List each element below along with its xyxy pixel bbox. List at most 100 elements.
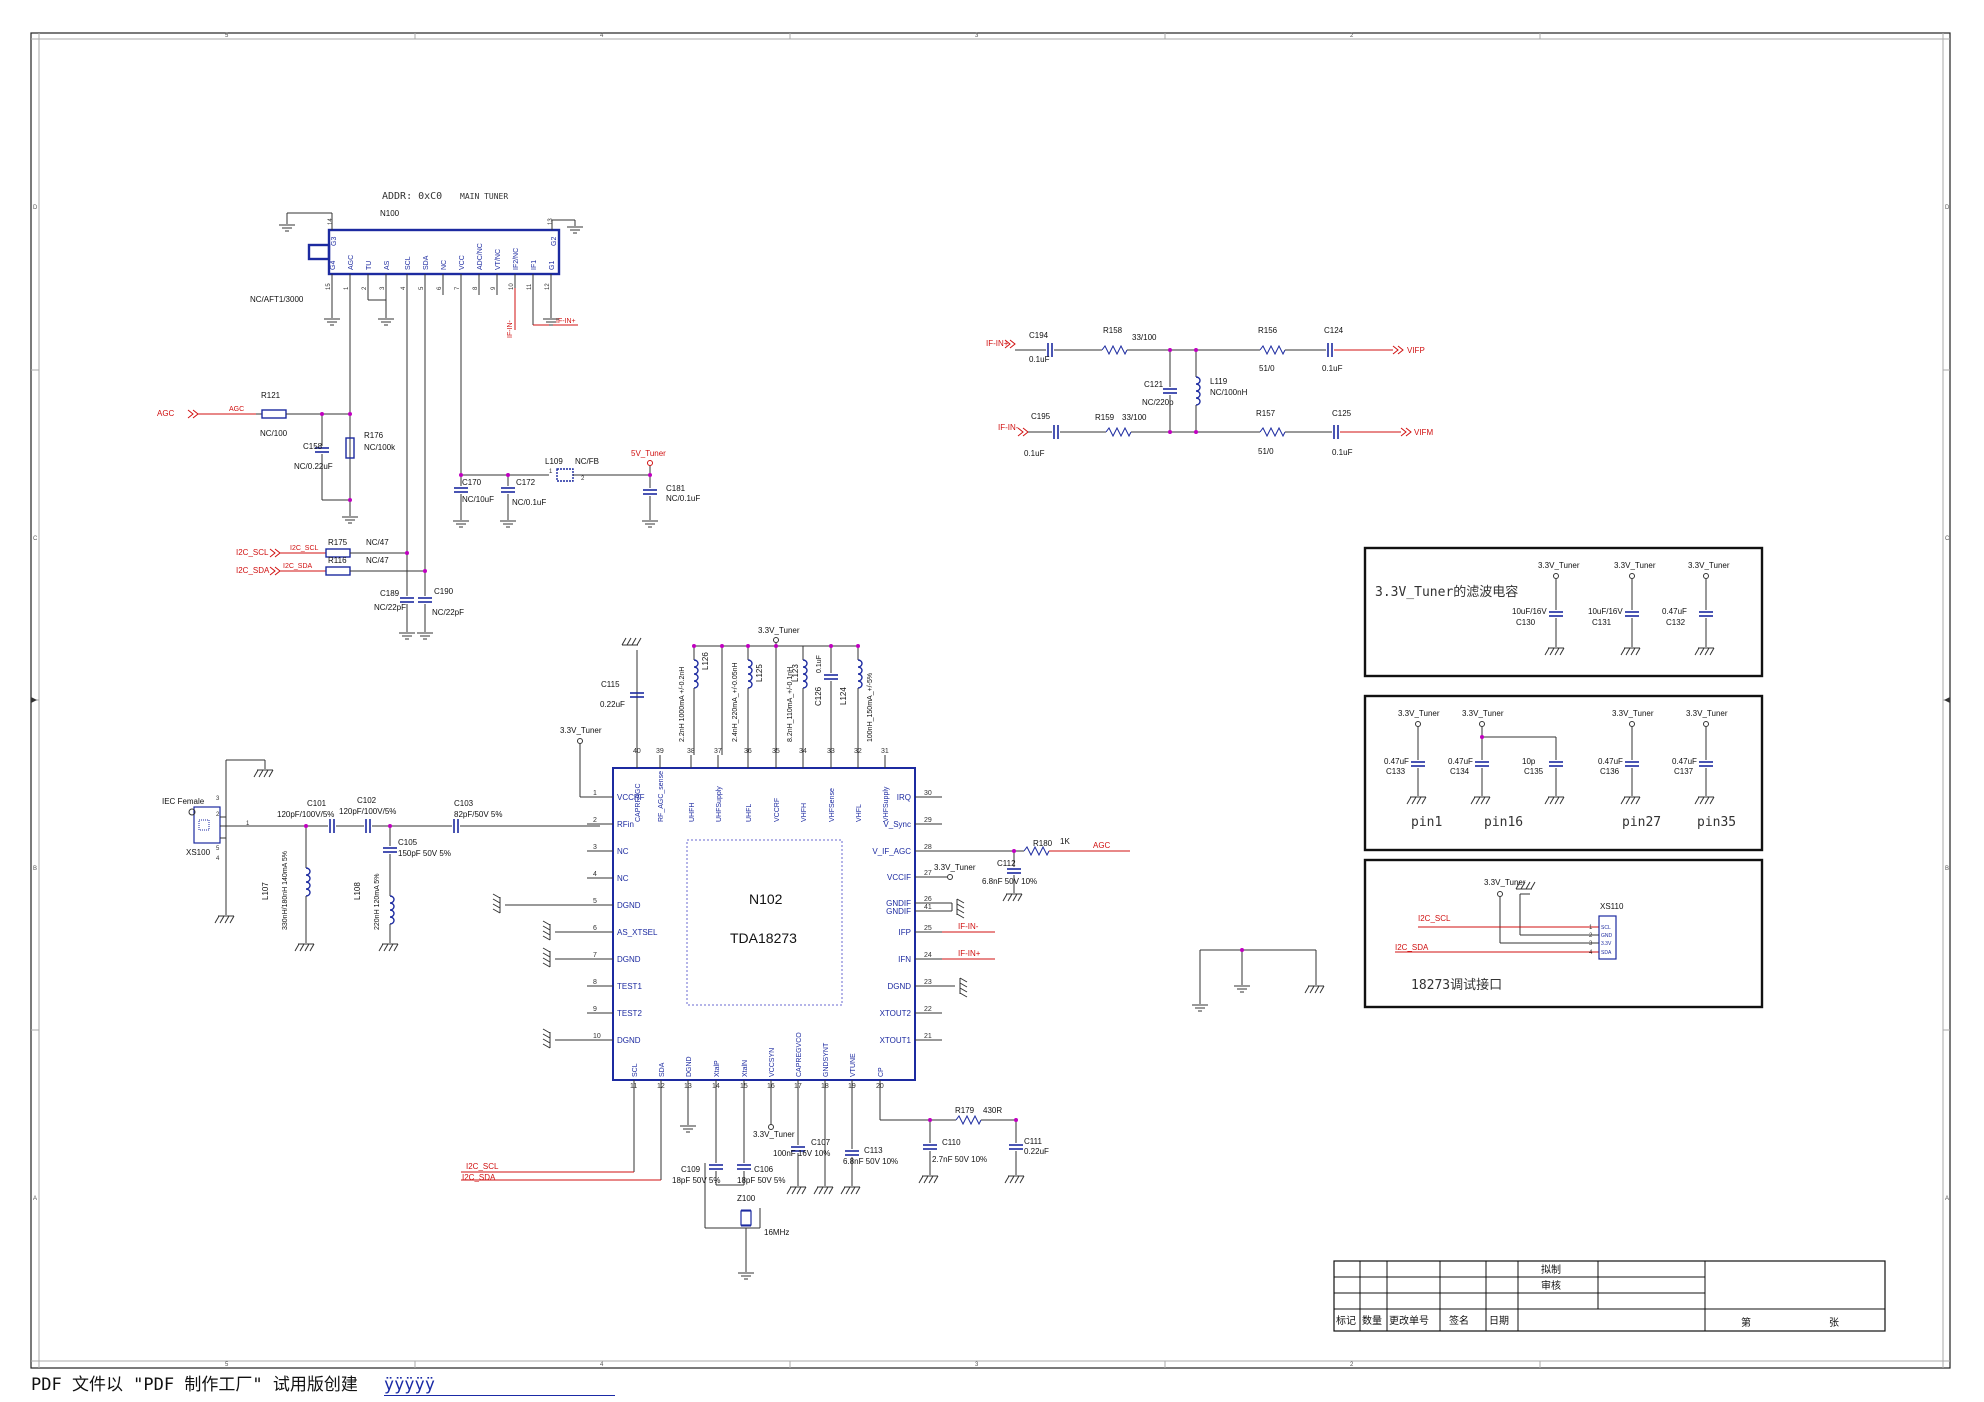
decap-cap-symbol [1548, 761, 1564, 767]
filter-cap-ground [1694, 647, 1715, 656]
tuner-pin-num: 10 [509, 283, 515, 290]
tuner-pin-num: 12 [545, 283, 551, 290]
tuner-pin-wiring: IF-IN- IF-IN+ [323, 288, 578, 475]
iec-jack-label: IEC Female [162, 797, 205, 806]
tda-pin-num: 23 [924, 979, 932, 986]
c103-val: 82pF/50V 5% [454, 810, 502, 819]
decap-ground [1620, 796, 1641, 805]
l119-val: NC/100nH [1210, 388, 1248, 397]
c109-ref: C109 [681, 1165, 701, 1174]
pdf-footer-link[interactable]: ÿÿÿÿÿ [383, 1375, 616, 1396]
tuner-pin-name: G1 [549, 261, 556, 270]
tuner-pin-name: ADC/NC [477, 243, 484, 270]
xs110-pin-name: SDA [1601, 950, 1612, 956]
r157-val: 51/0 [1258, 447, 1274, 456]
l108-ref: L108 [353, 882, 362, 900]
decap-power-pin [1629, 721, 1635, 727]
tuner-pin-top-left: G3 [331, 237, 338, 246]
filter-cap-ground [1620, 647, 1641, 656]
tuner-pin-top-right: G2 [551, 237, 558, 246]
decap-pin-label: pin1 [1411, 815, 1442, 830]
tda-pin-num: 5 [593, 898, 597, 905]
filter-cap-symbol [1624, 611, 1640, 617]
tda-pin-num: 27 [924, 870, 932, 877]
decap-cap-symbol [1410, 761, 1426, 767]
tda-power-right: 3.3V_Tuner [934, 863, 976, 872]
r179-val: 430R [983, 1106, 1002, 1115]
tuner-pin-num: 5 [419, 286, 425, 290]
tda-pin-name: GNDIF [886, 907, 911, 916]
c109-val: 18pF 50V 5% [672, 1176, 720, 1185]
tda-pin-num: 10 [593, 1033, 601, 1040]
c105-val: 150pF 50V 5% [398, 849, 451, 858]
tda-pin-name: V_IF_AGC [872, 847, 911, 856]
decap-junction [1480, 735, 1484, 739]
decap-power: 3.3V_Tuner [1398, 709, 1440, 718]
tuner-pin-num: 15 [326, 283, 332, 290]
tda-pin-num: 24 [924, 952, 932, 959]
tda-pin-num: 1 [593, 790, 597, 797]
decap-cap-val: 0.47uF [1598, 757, 1623, 766]
c112-val: 6.8nF 50V 10% [982, 877, 1037, 886]
c194-val: 0.1uF [1029, 355, 1050, 364]
r158-ref: R158 [1103, 326, 1123, 335]
z100-val: 16MHz [764, 1228, 789, 1237]
tda-pin-name: AS_XTSEL [617, 928, 658, 937]
filter-cap-power: 3.3V_Tuner [1688, 561, 1730, 570]
tda-pin-name: XtalP [714, 1060, 721, 1077]
tda-pin-name: TEST1 [617, 982, 642, 991]
vifm-label: VIFM [1414, 428, 1433, 437]
c189-ref: C189 [380, 589, 400, 598]
c106-val: 18pF 50V 5% [737, 1176, 785, 1185]
pdf-footer-text: PDF 文件以 "PDF 制作工厂" 试用版创建 [31, 1375, 358, 1395]
decap-cap-val: 0.47uF [1448, 757, 1473, 766]
tuner-pin-num: 2 [362, 286, 368, 290]
col-label: 5 [225, 33, 229, 39]
tuner-ref: N100 [380, 209, 400, 218]
tb-header: 更改单号 [1389, 1314, 1429, 1327]
c195-val: 0.1uF [1024, 449, 1045, 458]
c194-ref: C194 [1029, 331, 1049, 340]
misc-grounds [1191, 948, 1325, 1012]
l126-val: 2.2nH 1000mA +/-0.2nH [679, 667, 686, 742]
decap-pin-label: pin35 [1697, 815, 1736, 830]
filter-cap-val: 10uF/16V [1512, 607, 1547, 616]
c125-val: 0.1uF [1332, 448, 1353, 457]
pin-num: 13 [548, 218, 554, 225]
tda-pin-num: 8 [593, 979, 597, 986]
c195-ref: C195 [1031, 412, 1051, 421]
tda-pin-num: 18 [821, 1083, 829, 1090]
c102-ref: C102 [357, 796, 377, 805]
xs100-pin: 1 [246, 821, 250, 827]
if-in-plus-label: IF-IN+ [986, 339, 1009, 348]
l125-val: 2.4nH_220mA_+/-0.05nH [732, 662, 739, 742]
c170-val: NC/10uF [462, 495, 494, 504]
r157-ref: R157 [1256, 409, 1276, 418]
tuner-pin-name: AS [384, 260, 391, 270]
title-block: 拟制 审核 标记 数量 更改单号 签名 日期 第 张 [1333, 1260, 1886, 1332]
l108-val: 220nH 120mA 5% [374, 874, 381, 930]
tuner-title: MAIN TUNER [460, 192, 508, 201]
c106-ref: C106 [754, 1165, 774, 1174]
xs110-pin-name: 3.3V [1601, 941, 1612, 947]
filter-cap-val: 10uF/16V [1588, 607, 1623, 616]
n102-ref: N102 [749, 891, 783, 907]
filter-cap-box: 3.3V_Tuner的滤波电容 3.3V_Tuner10uF/16VC1303.… [1363, 546, 1764, 678]
tda-pin-name: UHFH [689, 803, 696, 822]
filter-cap-ground [1544, 647, 1565, 656]
decap-ground [1544, 796, 1565, 805]
tda-scl: I2C_SCL [466, 1162, 499, 1171]
xs100-ref: XS100 [186, 848, 211, 857]
r180-ref: R180 [1033, 839, 1053, 848]
i2c-section: I2C_SCL I2C_SCL R175 NC/47 I2C_SDA I2C_S… [236, 288, 464, 640]
xs110-ref: XS110 [1600, 902, 1624, 911]
c124-ref: C124 [1324, 326, 1344, 335]
tda-agc-out: AGC [1093, 841, 1111, 850]
agc-section: AGC AGC R121 NC/100 C158 NC/0.22uF R176 … [157, 288, 396, 524]
xs110-pin-num: 2 [1589, 933, 1593, 939]
l107-val: 330nH/180nH 140mA 5% [282, 851, 289, 930]
supply-section: C170 NC/10uF C172 NC/0.1uF 1 2 L109 NC/F… [452, 449, 700, 528]
r116-ref: R116 [328, 556, 347, 565]
tda-pin-name: RF_AGC_sense [658, 771, 665, 822]
tda-pin-num: 38 [687, 748, 695, 755]
